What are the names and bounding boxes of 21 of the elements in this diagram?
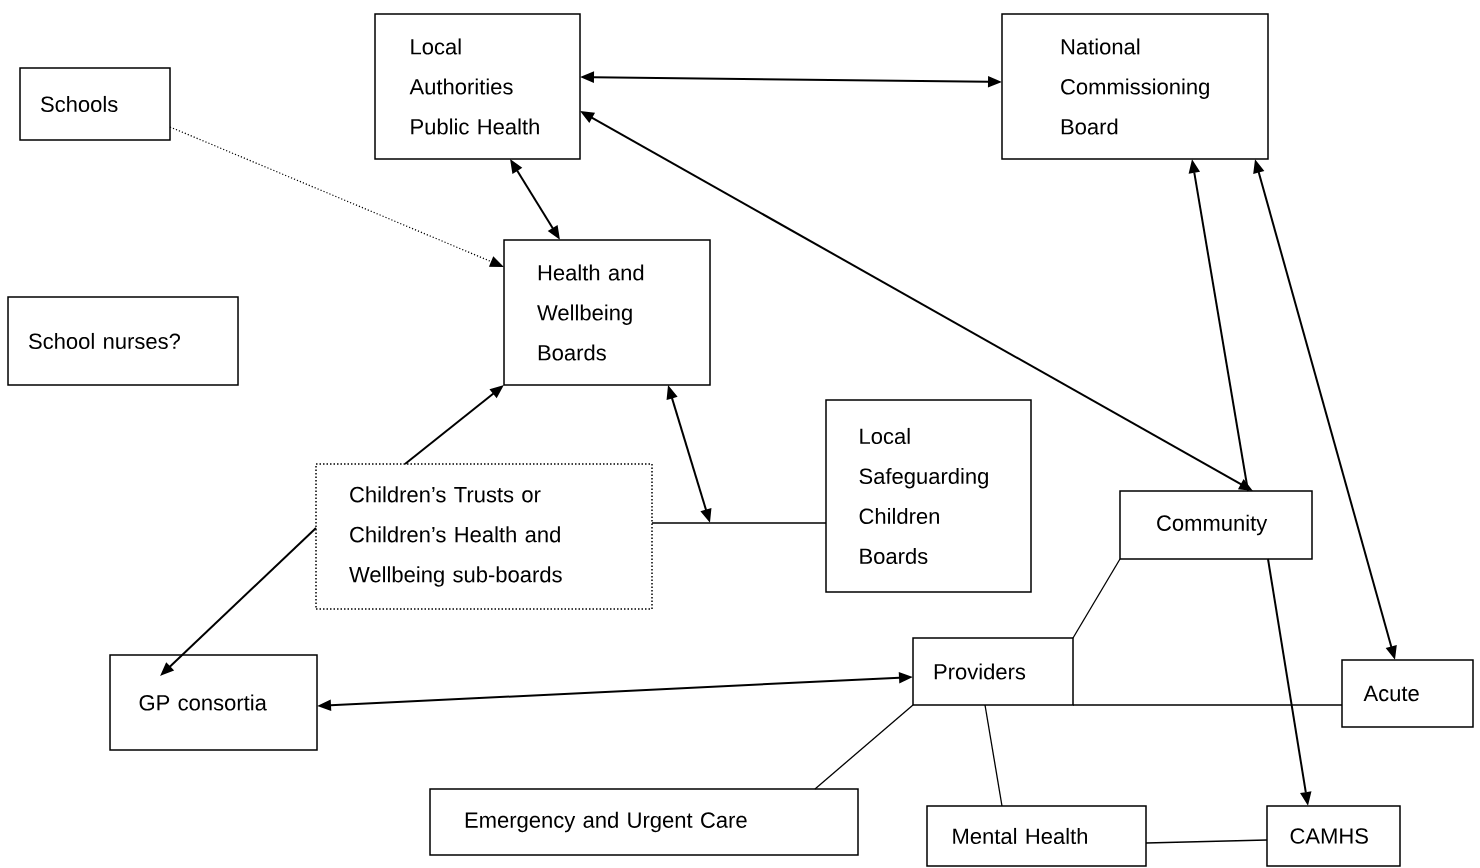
box: GP consortia [109,654,318,751]
line [1072,704,1343,706]
group-box: Children’s Trusts or Children’s Health and Wellbeing sub-boards [315,463,653,610]
box: Mental Health [926,805,1147,867]
box: Schools [19,67,171,141]
arrow [169,126,504,267]
box: CAMHS [1266,805,1401,867]
line [1145,839,1268,844]
box: Health and Wellbeing Boards [503,239,711,386]
line [814,704,914,790]
box: Providers [912,637,1074,706]
box: School nurses? [7,296,239,386]
box: Community [1119,490,1313,560]
box: Acute [1341,659,1474,728]
line [1072,558,1121,639]
box: National Commissioning Board [1001,13,1269,160]
box: Local Safeguarding Children Boards [825,399,1032,593]
box: Local Authorities Public Health [374,13,581,160]
line [984,704,1003,807]
line [651,522,827,524]
box: Emergency and Urgent Care [429,788,859,856]
